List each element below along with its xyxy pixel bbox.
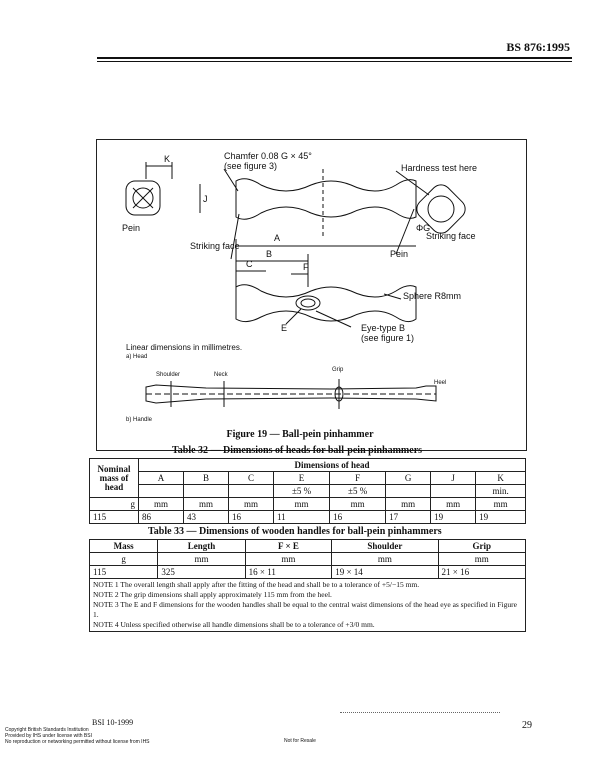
svg-text:Pein: Pein xyxy=(122,223,140,233)
svg-text:Neck: Neck xyxy=(214,372,229,378)
svg-text:K: K xyxy=(164,154,170,164)
footer-legal: Copyright British Standards Institution … xyxy=(5,727,150,745)
svg-text:Heel: Heel xyxy=(434,380,446,386)
standard-number: BS 876:1995 xyxy=(506,40,570,54)
svg-text:Hardness test here: Hardness test here xyxy=(401,163,477,173)
svg-text:a) Head: a) Head xyxy=(126,354,147,360)
svg-text:A: A xyxy=(274,233,280,243)
table32-group-header: Dimensions of head xyxy=(138,458,526,472)
svg-text:(see figure 1): (see figure 1) xyxy=(361,333,414,343)
header-rule xyxy=(97,57,572,59)
svg-text:J: J xyxy=(203,194,208,204)
table33-units-row: g mm mm mm mm xyxy=(88,552,527,566)
table32-title: Table 32 — Dimensions of heads for ball-… xyxy=(172,445,423,456)
table-row: 115 325 16 × 11 19 × 14 21 × 16 xyxy=(88,565,527,579)
page-number: 29 xyxy=(522,720,532,731)
svg-text:b) Handle: b) Handle xyxy=(126,417,153,423)
svg-text:C: C xyxy=(246,259,253,269)
svg-text:(see figure 3): (see figure 3) xyxy=(224,161,277,171)
svg-text:Grip: Grip xyxy=(332,367,344,373)
footer-date: BSI 10-1999 xyxy=(92,718,134,727)
table33: Mass Length F × E Shoulder Grip g mm mm … xyxy=(88,539,527,632)
hammer-drawing: K J Pein Chamfer 0.08 G × 45° (see figur… xyxy=(122,151,477,423)
table33-title: Table 33 — Dimensions of wooden handles … xyxy=(148,526,442,537)
svg-text:Eye-type B: Eye-type B xyxy=(361,323,405,333)
head-end-view xyxy=(125,180,161,216)
svg-text:Striking face: Striking face xyxy=(426,231,476,241)
svg-text:Pein: Pein xyxy=(390,249,408,259)
svg-text:Chamfer 0.08 G × 45°: Chamfer 0.08 G × 45° xyxy=(224,151,312,161)
footer-resale: Not for Resale xyxy=(284,738,316,744)
svg-text:F: F xyxy=(303,262,309,272)
table33-notes: NOTE 1 The overall length shall apply af… xyxy=(89,578,526,632)
svg-text:B: B xyxy=(266,249,272,259)
table32-units-row: g mm mm mm mm mm mm mm mm xyxy=(89,497,526,511)
svg-text:ΦG: ΦG xyxy=(416,223,430,233)
handle-drawing xyxy=(145,384,437,404)
svg-text:Striking face: Striking face xyxy=(190,241,240,251)
figure-frame xyxy=(96,139,527,451)
svg-text:Sphere R8mm: Sphere R8mm xyxy=(403,291,461,301)
table-row: 115 86 43 16 11 16 17 19 19 xyxy=(89,510,526,524)
svg-text:Shoulder: Shoulder xyxy=(156,372,180,378)
head-top-view xyxy=(235,284,417,323)
svg-text:Linear dimensions in millimetr: Linear dimensions in millimetres. xyxy=(126,343,242,352)
figure-caption: Figure 19 — Ball-pein pinhammer xyxy=(226,429,374,440)
footer-rule xyxy=(340,712,500,713)
header-rule-thin xyxy=(97,61,572,62)
svg-text:E: E xyxy=(281,323,287,333)
head-side-view xyxy=(235,178,417,220)
